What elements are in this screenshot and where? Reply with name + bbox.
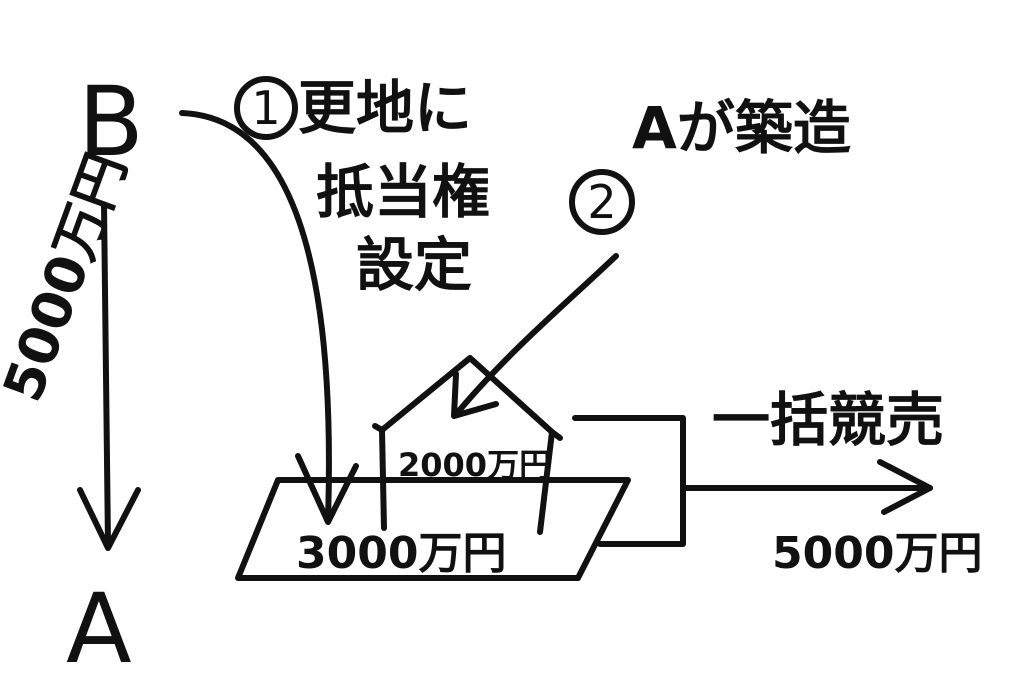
building-value: 2000万円 (398, 446, 551, 484)
party-a-label: A (66, 573, 132, 685)
party-b-label: B (78, 66, 144, 178)
transfer-amount: 5000万円 (0, 145, 139, 409)
construction-arrow (451, 253, 619, 419)
lump-sum-bracket (572, 415, 686, 547)
building (372, 355, 563, 535)
land-parcel (235, 477, 631, 581)
step2-number: 2 (587, 175, 616, 229)
b-to-a-arrow (77, 202, 141, 551)
sale-amount: 5000万円 (772, 528, 982, 579)
step1-marker: 1 (234, 76, 298, 140)
sale-label: 一括競売 (712, 386, 944, 454)
step1-number: 1 (251, 81, 280, 135)
step1-line1: 更地に (298, 74, 472, 142)
step1-line2: 抵当権 (316, 158, 490, 226)
land-value: 3000万円 (296, 528, 506, 579)
step2-marker: 2 (569, 169, 635, 235)
step2-label: Aが築造 (632, 94, 851, 162)
sale-arrow (680, 459, 933, 515)
step1-line3: 設定 (356, 231, 472, 299)
